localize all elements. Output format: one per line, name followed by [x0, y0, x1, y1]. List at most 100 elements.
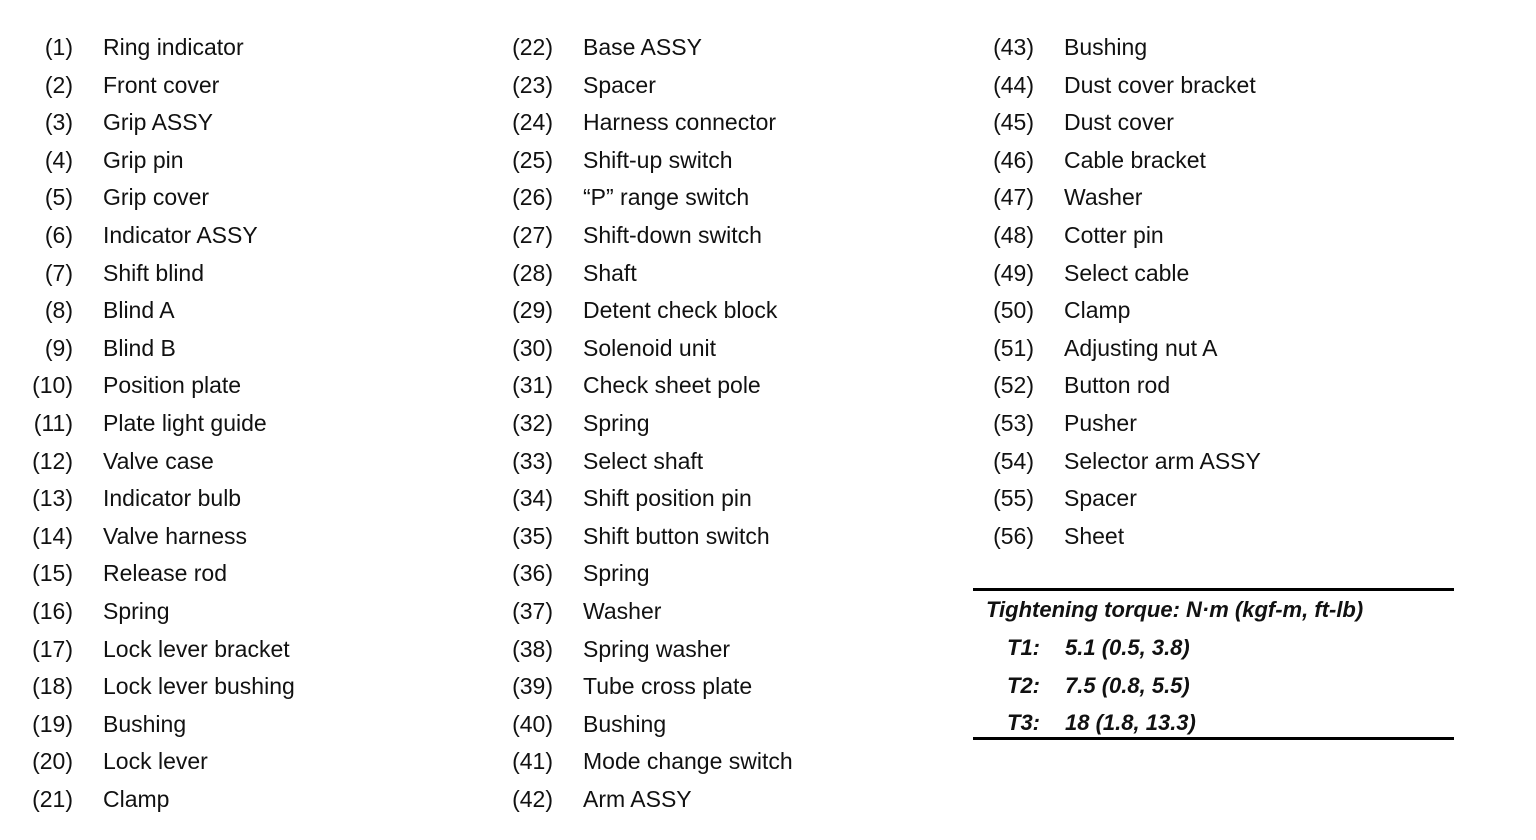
part-number: (16)	[32, 597, 73, 624]
part-name: Adjusting nut A	[1064, 334, 1218, 361]
part-number: (9)	[44, 334, 73, 361]
part-name: Shaft	[583, 259, 637, 286]
torque-label: T3:	[1007, 710, 1040, 735]
part-name: Dust cover bracket	[1064, 71, 1256, 98]
torque-value: 18 (1.8, 13.3)	[1065, 710, 1196, 735]
part-name: Clamp	[103, 785, 170, 812]
part-name: Detent check block	[583, 297, 778, 324]
part-name: Indicator ASSY	[103, 221, 258, 248]
part-number: (12)	[32, 447, 73, 474]
part-number: (45)	[993, 109, 1034, 136]
part-name: Bushing	[1064, 34, 1148, 60]
part-name: Shift button switch	[583, 522, 770, 549]
part-name: Position plate	[103, 372, 242, 399]
part-name: Check sheet pole	[583, 372, 761, 399]
part-number: (55)	[993, 485, 1034, 512]
torque-row-t2: T2: 7.5 (0.8, 5.5)	[1007, 673, 1190, 699]
part-name: Spacer	[583, 71, 656, 98]
part-number: (52)	[993, 372, 1034, 399]
part-name: Clamp	[1064, 297, 1131, 324]
part-number: (38)	[512, 635, 553, 662]
torque-label: T2:	[1007, 673, 1040, 698]
part-number: (53)	[993, 409, 1034, 436]
torque-row-t1: T1:5.1 (0.5, 3.8)	[1007, 635, 1190, 661]
part-number: (32)	[512, 409, 553, 436]
part-number: (34)	[512, 485, 553, 512]
part-number: (21)	[32, 785, 73, 812]
part-name: Valve harness	[103, 522, 248, 549]
part-number: (19)	[32, 710, 73, 737]
part-number: (2)	[44, 71, 73, 98]
part-name: Select cable	[1064, 259, 1190, 286]
part-number: (33)	[512, 447, 553, 474]
part-name: Dust cover	[1064, 109, 1174, 136]
part-number: (44)	[993, 71, 1034, 98]
part-number: (39)	[512, 673, 553, 700]
part-name: Select shaft	[583, 447, 704, 474]
part-name: Grip ASSY	[103, 109, 213, 136]
part-name: Shift position pin	[583, 485, 752, 512]
part-name: Grip cover	[103, 184, 210, 211]
part-name: Cotter pin	[1064, 221, 1164, 248]
part-number: (18)	[32, 673, 73, 700]
part-number: (56)	[993, 522, 1034, 549]
part-number: (11)	[33, 409, 73, 436]
part-name: Arm ASSY	[583, 785, 692, 812]
part-name: Ring indicator	[103, 34, 244, 60]
part-name: Mode change switch	[583, 748, 793, 775]
part-number: (22)	[512, 34, 553, 60]
part-name: Grip pin	[103, 146, 184, 173]
part-number: (10)	[32, 372, 73, 399]
part-number: (49)	[993, 259, 1034, 286]
part-number: (41)	[512, 748, 553, 775]
part-name: Shift blind	[103, 259, 205, 286]
part-name: Blind B	[103, 334, 176, 361]
part-name: Washer	[1064, 184, 1143, 211]
part-number: (17)	[32, 635, 73, 662]
part-name: Blind A	[103, 297, 175, 324]
part-number: (4)	[44, 146, 73, 173]
part-number: (36)	[512, 560, 553, 587]
part-name: Washer	[583, 597, 662, 624]
part-number: (27)	[512, 221, 553, 248]
torque-value: 7.5 (0.8, 5.5)	[1065, 673, 1190, 698]
part-name: Spring	[583, 560, 650, 587]
part-number: (50)	[993, 297, 1034, 324]
part-number: (43)	[993, 34, 1034, 60]
part-name: Lock lever bracket	[103, 635, 290, 662]
part-name: Shift-up switch	[583, 146, 733, 173]
part-number: (7)	[44, 259, 73, 286]
part-name: Plate light guide	[103, 409, 267, 436]
part-number: (8)	[44, 297, 73, 324]
part-number: (30)	[512, 334, 553, 361]
part-number: (37)	[512, 597, 553, 624]
torque-title: Tightening torque: N·m (kgf-m, ft-lb)	[986, 597, 1364, 622]
part-name: Valve case	[103, 447, 214, 474]
part-number: (1)	[44, 34, 73, 60]
part-name: Base ASSY	[583, 34, 702, 60]
part-name: Pusher	[1064, 409, 1137, 436]
part-number: (3)	[44, 109, 73, 136]
part-number: (26)	[512, 184, 553, 211]
part-number: (46)	[993, 146, 1034, 173]
part-name: Spring washer	[583, 635, 731, 662]
part-number: (20)	[32, 748, 73, 775]
part-number: (51)	[993, 334, 1034, 361]
part-number: (5)	[44, 184, 73, 211]
part-number: (54)	[993, 447, 1034, 474]
part-number: (13)	[32, 485, 73, 512]
part-number: (28)	[512, 259, 553, 286]
part-name: “P” range switch	[583, 184, 750, 211]
part-number: (24)	[512, 109, 553, 136]
part-name: Bushing	[103, 710, 187, 737]
torque-value: 5.1 (0.5, 3.8)	[1065, 635, 1190, 660]
part-name: Release rod	[103, 560, 228, 587]
part-number: (40)	[512, 710, 553, 737]
part-number: (25)	[512, 146, 553, 173]
part-name: Indicator bulb	[103, 485, 242, 512]
part-name: Tube cross plate	[583, 673, 753, 700]
part-name: Selector arm ASSY	[1064, 447, 1261, 474]
torque-row-t3: T3: 18 (1.8, 13.3)	[1007, 710, 1196, 736]
part-name: Bushing	[583, 710, 667, 737]
part-number: (47)	[993, 184, 1034, 211]
